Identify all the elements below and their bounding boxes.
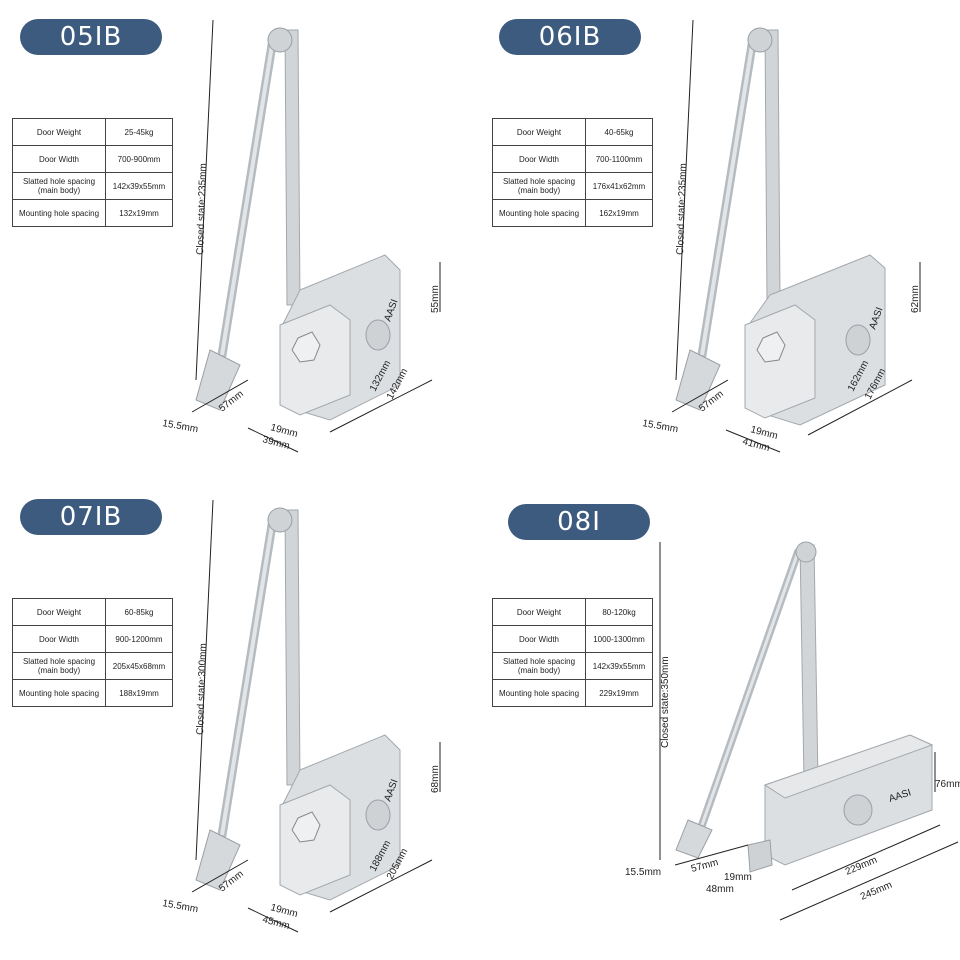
model-badge: 07IB	[20, 499, 162, 535]
dim-closed-state: Closed state:350mm	[660, 656, 671, 748]
door-closer-image: AASI	[675, 27, 886, 426]
spec-value: 229x19mm	[585, 679, 653, 707]
dim-height: 68mm	[430, 765, 441, 793]
spec-value: 176x41x62mm	[585, 172, 653, 200]
dim-closed-state: Closed state:235mm	[195, 163, 209, 255]
spec-label: Slatted hole spacing (main body)	[12, 652, 106, 680]
spec-label: Door Width	[12, 145, 106, 173]
spec-label: Mounting hole spacing	[492, 199, 586, 227]
dim-foot-width: 15.5mm	[161, 898, 198, 915]
spec-value: 142x39x55mm	[585, 652, 653, 680]
dimension-lines	[191, 499, 441, 933]
spec-value: 25-45kg	[105, 118, 173, 146]
dim-foot-width: 15.5mm	[625, 867, 661, 878]
door-closer-image: AASI	[675, 541, 934, 873]
spec-row: Slatted hole spacing (main body)142x39x5…	[492, 652, 653, 680]
dim-hole-spacing: 229mm	[844, 855, 879, 878]
dim-height: 55mm	[430, 285, 441, 313]
door-closer-drawing: AASI Closed state:235mm 62mm 162mm 176mm…	[641, 19, 921, 454]
door-closer-image: AASI	[195, 507, 401, 901]
spec-row: Slatted hole spacing (main body)142x39x5…	[12, 172, 173, 200]
dimension-lines	[671, 19, 921, 453]
model-badge: 06IB	[499, 19, 641, 55]
spec-value: 900-1200mm	[105, 625, 173, 653]
spec-label: Slatted hole spacing (main body)	[12, 172, 106, 200]
dim-height: 76mm	[935, 779, 960, 790]
dim-closed-state: Closed state:235mm	[675, 163, 689, 255]
spec-row: Slatted hole spacing (main body)176x41x6…	[492, 172, 653, 200]
model-badge: 08I	[508, 504, 650, 540]
dim-depth: 48mm	[706, 884, 734, 895]
dim-depth-hole: 19mm	[724, 872, 752, 883]
spec-value: 162x19mm	[585, 199, 653, 227]
door-closer-image: AASI	[195, 27, 401, 421]
dimension-lines	[191, 19, 441, 453]
dimension-lines	[659, 542, 959, 921]
door-closer-drawing: AASI Closed state:350mm 76mm 229mm 245mm…	[625, 541, 960, 921]
model-label: 05IB	[59, 22, 123, 52]
door-closer-drawing: AASI Closed state:300mm 68mm 188mm 205mm…	[161, 499, 441, 933]
model-badge: 05IB	[20, 19, 162, 55]
spec-value: 80-120kg	[585, 598, 653, 626]
spec-label: Door Width	[12, 625, 106, 653]
model-label: 07IB	[59, 502, 123, 532]
spec-value: 700-900mm	[105, 145, 173, 173]
spec-value: 188x19mm	[105, 679, 173, 707]
dim-foot-width: 15.5mm	[161, 418, 198, 435]
spec-value: 132x19mm	[105, 199, 173, 227]
model-label: 06IB	[538, 22, 602, 52]
dim-height: 62mm	[910, 285, 921, 313]
dim-closed-state: Closed state:300mm	[195, 643, 209, 735]
model-label: 08I	[557, 507, 601, 537]
dim-foot-width: 15.5mm	[641, 418, 678, 435]
door-closer-drawing: AASI Closed state:235mm 55mm 132mm 142mm…	[161, 19, 441, 453]
